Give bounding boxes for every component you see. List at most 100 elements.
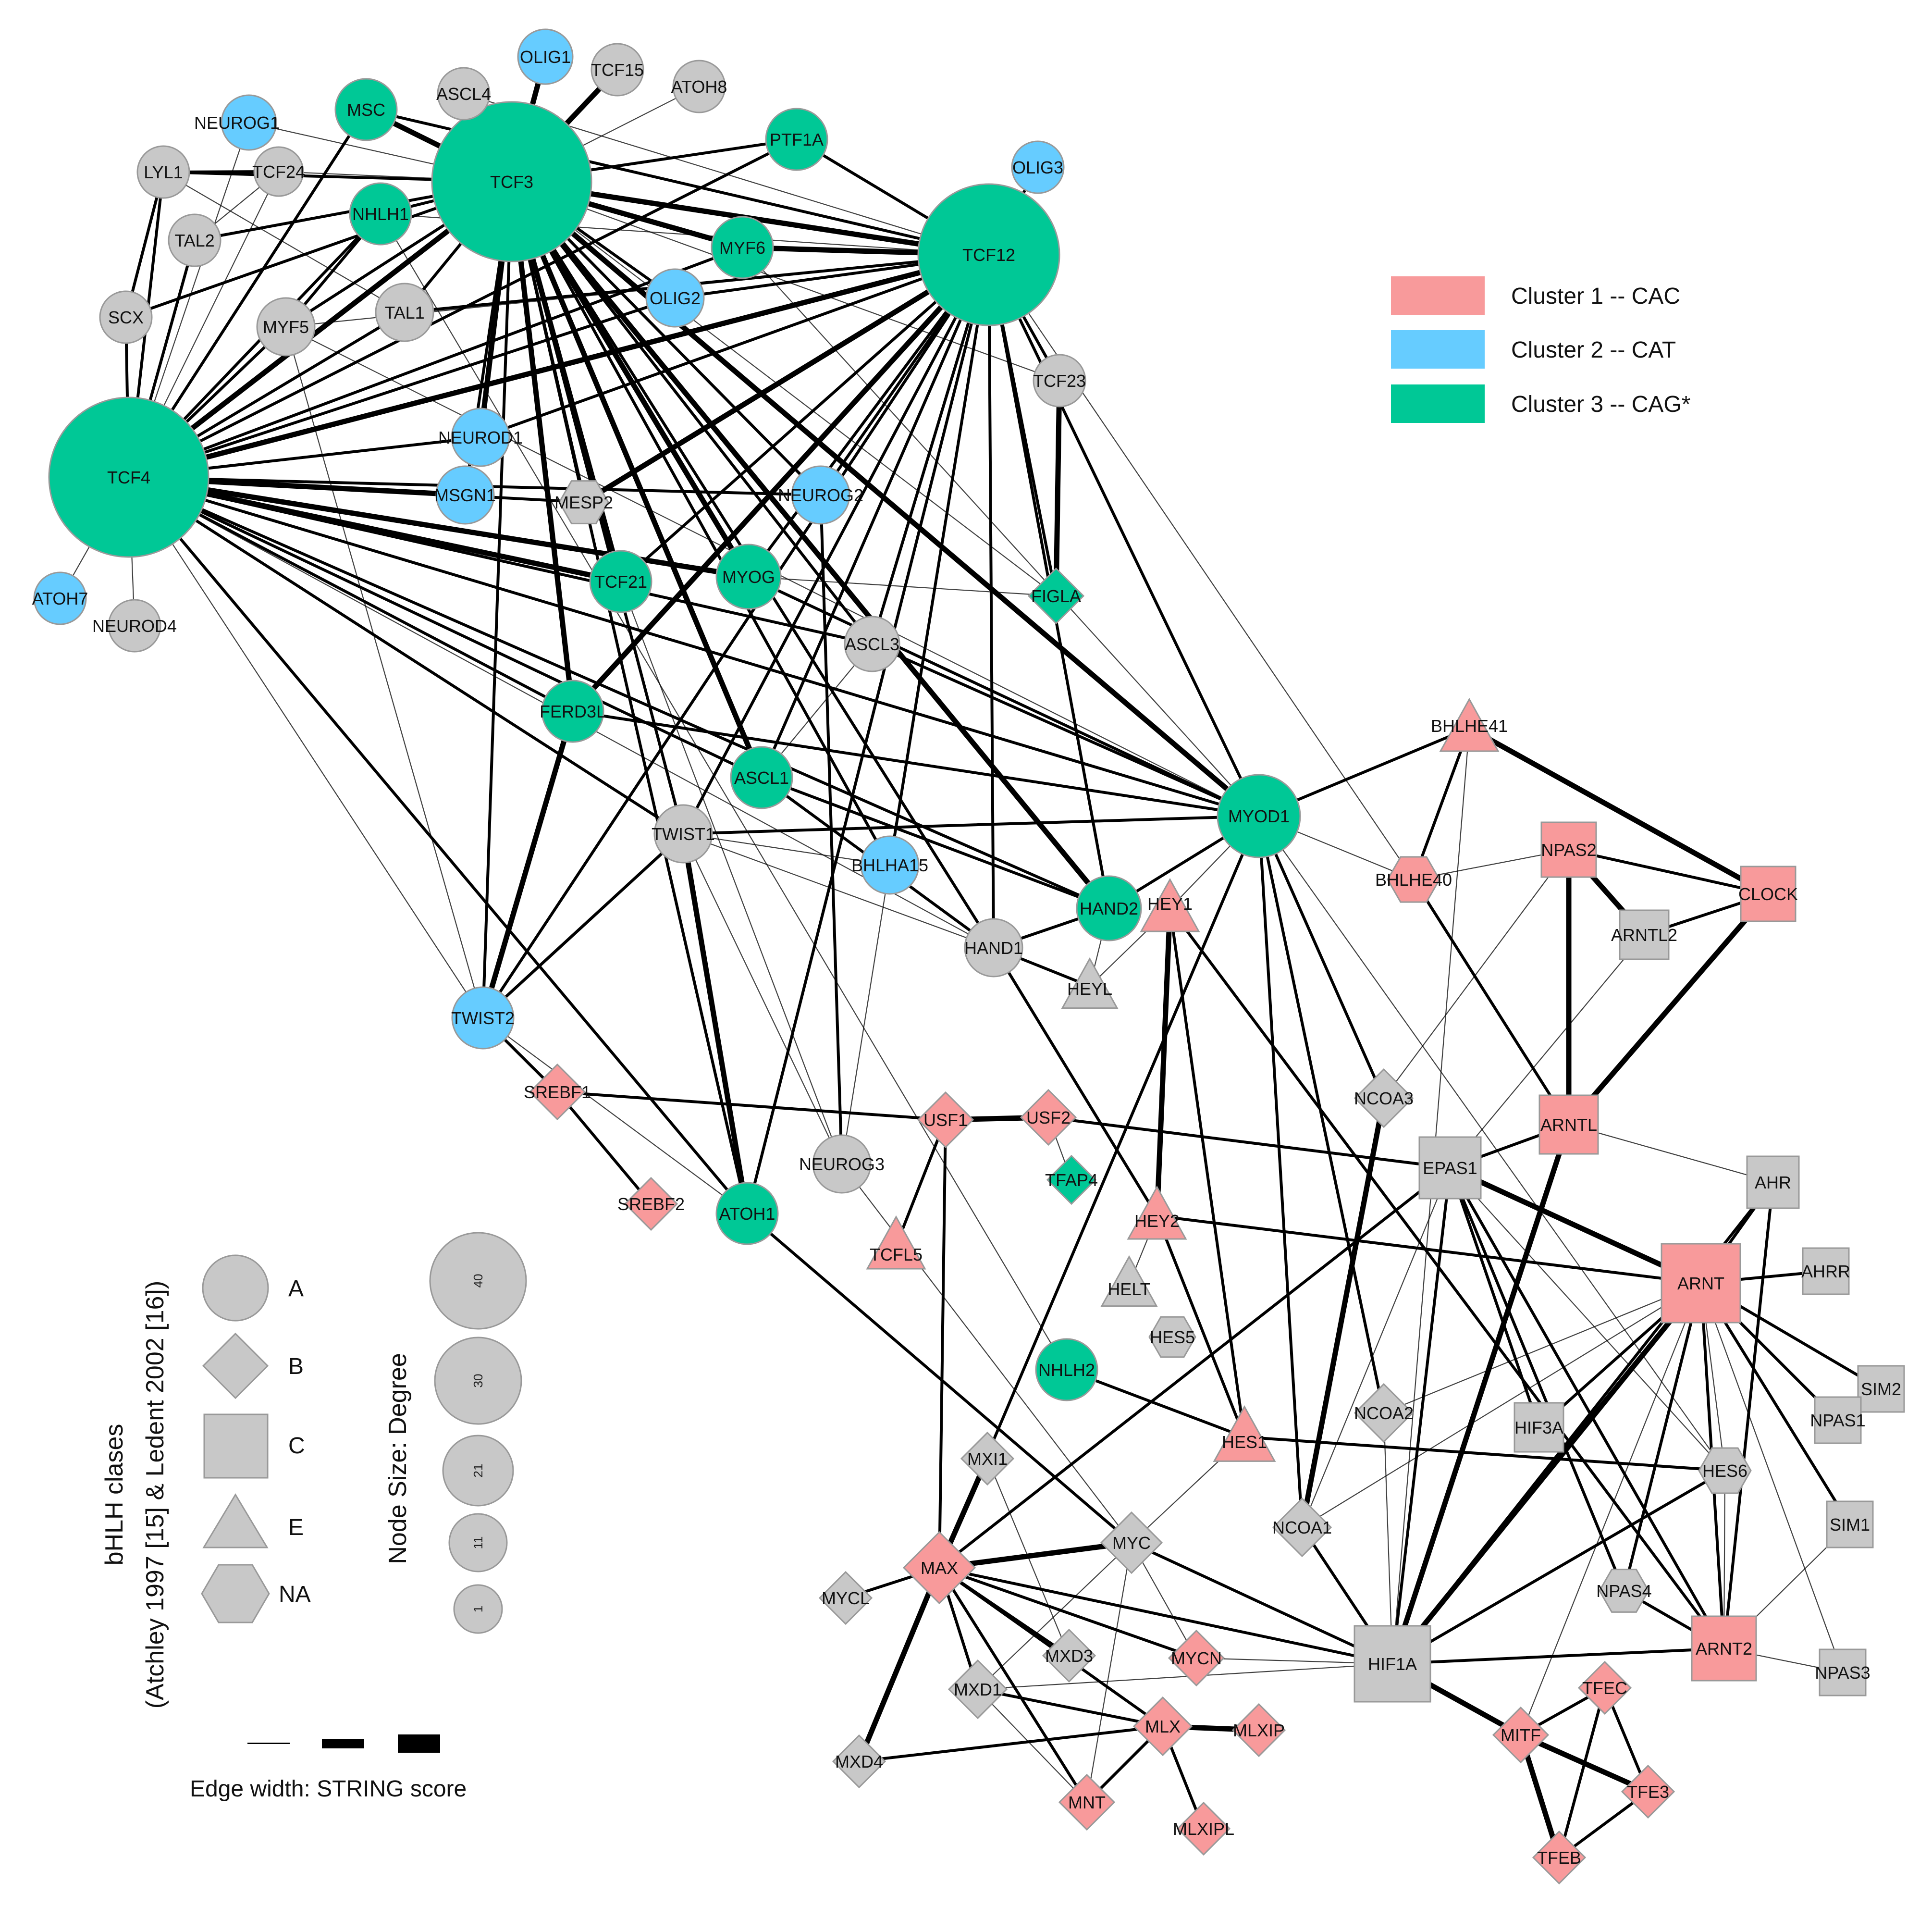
node-shape-hif3a[interactable] (1514, 1402, 1564, 1453)
node-shape-clock[interactable] (1740, 866, 1797, 922)
node-shape-mycn[interactable] (1168, 1629, 1225, 1687)
node-shape-myod1[interactable] (1217, 774, 1301, 858)
node-npas2[interactable]: NPAS2 (1540, 821, 1597, 878)
node-msc[interactable]: MSC (334, 78, 398, 141)
node-shape-tal2[interactable] (168, 213, 222, 267)
node-shape-tcf15[interactable] (591, 43, 644, 97)
node-mlx[interactable]: MLX (1132, 1696, 1193, 1757)
node-shape-tal1[interactable] (375, 283, 434, 342)
node-shape-msc[interactable] (334, 78, 398, 141)
node-shape-tfe3[interactable] (1621, 1764, 1675, 1819)
node-shape-atoh8[interactable] (672, 60, 726, 113)
node-shape-tcf12[interactable] (917, 183, 1060, 326)
node-tcf3[interactable]: TCF3 (431, 101, 592, 262)
node-max[interactable]: MAX (902, 1531, 976, 1605)
node-ascl4[interactable]: ASCL4 (436, 67, 491, 121)
node-shape-bhlha15[interactable] (860, 835, 920, 895)
node-shape-hand2[interactable] (1076, 875, 1142, 941)
node-shape-mlx[interactable] (1132, 1696, 1193, 1757)
node-shape-hes5[interactable] (1148, 1316, 1196, 1358)
node-shape-myf6[interactable] (711, 216, 774, 279)
node-shape-npas1[interactable] (1814, 1396, 1862, 1444)
node-ferd3l[interactable]: FERD3L (540, 680, 606, 743)
node-shape-arntl[interactable] (1538, 1094, 1599, 1155)
node-hey2[interactable]: HEY2 (1127, 1185, 1187, 1240)
node-myod1[interactable]: MYOD1 (1217, 774, 1301, 858)
node-shape-olig3[interactable] (1011, 140, 1065, 194)
node-tcf23[interactable]: TCF23 (1033, 354, 1086, 408)
node-arnt2[interactable]: ARNT2 (1691, 1615, 1757, 1682)
node-nhlh2[interactable]: NHLH2 (1035, 1338, 1098, 1401)
node-shape-tcf23[interactable] (1033, 354, 1086, 408)
node-shape-ahr[interactable] (1746, 1155, 1800, 1209)
node-arntl[interactable]: ARNTL (1538, 1094, 1599, 1155)
node-myf5[interactable]: MYF5 (256, 297, 316, 357)
node-neurog2[interactable]: NEUROG2 (778, 465, 863, 525)
node-tfe3[interactable]: TFE3 (1621, 1764, 1675, 1819)
node-tcf4[interactable]: TCF4 (48, 396, 209, 558)
node-tcf24[interactable]: TCF24 (252, 146, 305, 197)
node-shape-scx[interactable] (99, 290, 153, 344)
node-mnt[interactable]: MNT (1058, 1773, 1116, 1831)
node-tcfl5[interactable]: TCFL5 (866, 1215, 926, 1270)
node-shape-ncoa1[interactable] (1272, 1497, 1332, 1558)
node-arnt[interactable]: ARNT (1661, 1243, 1741, 1324)
node-mxi1[interactable]: MXI1 (960, 1431, 1015, 1486)
node-mxd4[interactable]: MXD4 (832, 1734, 886, 1789)
node-twist1[interactable]: TWIST1 (652, 804, 715, 864)
node-twist2[interactable]: TWIST2 (451, 986, 515, 1050)
node-shape-epas1[interactable] (1418, 1136, 1482, 1200)
node-figla[interactable]: FIGLA (1027, 567, 1085, 625)
node-sim1[interactable]: SIM1 (1826, 1500, 1874, 1548)
node-shape-ascl1[interactable] (730, 746, 793, 809)
node-shape-tcf24[interactable] (253, 146, 304, 197)
node-shape-bhlhe40[interactable] (1387, 856, 1440, 903)
node-myf6[interactable]: MYF6 (711, 216, 774, 279)
node-tcf15[interactable]: TCF15 (591, 43, 644, 97)
node-tcf21[interactable]: TCF21 (589, 550, 652, 613)
node-helt[interactable]: HELT (1100, 1255, 1158, 1307)
node-scx[interactable]: SCX (99, 290, 153, 344)
node-shape-heyl[interactable] (1061, 957, 1119, 1009)
node-shape-mlxipl[interactable] (1176, 1801, 1231, 1856)
node-shape-tfap4[interactable] (1046, 1154, 1097, 1205)
node-shape-arnt2[interactable] (1691, 1615, 1757, 1682)
node-neurog3[interactable]: NEUROG3 (799, 1134, 885, 1194)
node-shape-nhlh2[interactable] (1035, 1338, 1098, 1401)
node-neurod4[interactable]: NEUROD4 (92, 599, 177, 653)
node-shape-twist2[interactable] (451, 986, 515, 1050)
node-olig2[interactable]: OLIG2 (645, 268, 705, 328)
node-mitf[interactable]: MITF (1492, 1706, 1550, 1764)
node-ncoa1[interactable]: NCOA1 (1272, 1497, 1332, 1558)
node-srebf2[interactable]: SREBF2 (617, 1176, 685, 1231)
node-lyl1[interactable]: LYL1 (136, 145, 190, 199)
node-shape-hes1[interactable] (1213, 1405, 1276, 1462)
node-sim2[interactable]: SIM2 (1857, 1365, 1905, 1413)
node-shape-neurod1[interactable] (451, 408, 510, 467)
node-atoh8[interactable]: ATOH8 (671, 60, 727, 113)
node-ahrr[interactable]: AHRR (1801, 1247, 1850, 1295)
node-ascl3[interactable]: ASCL3 (844, 616, 900, 672)
node-tal1[interactable]: TAL1 (375, 283, 434, 342)
node-shape-olig1[interactable] (517, 28, 574, 85)
node-shape-bhlhe41[interactable] (1439, 697, 1500, 752)
node-shape-max[interactable] (902, 1531, 976, 1605)
node-shape-nhlh1[interactable] (349, 182, 412, 246)
node-bhlha15[interactable]: BHLHA15 (851, 835, 928, 895)
node-shape-myog[interactable] (715, 544, 782, 610)
node-hes1[interactable]: HES1 (1213, 1405, 1276, 1462)
node-shape-srebf2[interactable] (624, 1176, 678, 1231)
node-npas4[interactable]: NPAS4 (1596, 1569, 1652, 1613)
node-shape-ncoa3[interactable] (1354, 1068, 1414, 1128)
node-mxd3[interactable]: MXD3 (1042, 1628, 1096, 1683)
node-shape-mxd1[interactable] (948, 1659, 1008, 1720)
node-shape-neurod4[interactable] (108, 599, 161, 653)
node-atoh1[interactable]: ATOH1 (715, 1182, 779, 1245)
node-shape-lyl1[interactable] (136, 145, 190, 199)
node-shape-srebf1[interactable] (529, 1063, 586, 1121)
node-shape-tcf3[interactable] (431, 101, 592, 262)
node-hif1a[interactable]: HIF1A (1354, 1625, 1431, 1703)
node-shape-ptf1a[interactable] (765, 108, 828, 171)
node-neurod1[interactable]: NEUROD1 (438, 408, 523, 467)
node-hand1[interactable]: HAND1 (964, 918, 1023, 978)
